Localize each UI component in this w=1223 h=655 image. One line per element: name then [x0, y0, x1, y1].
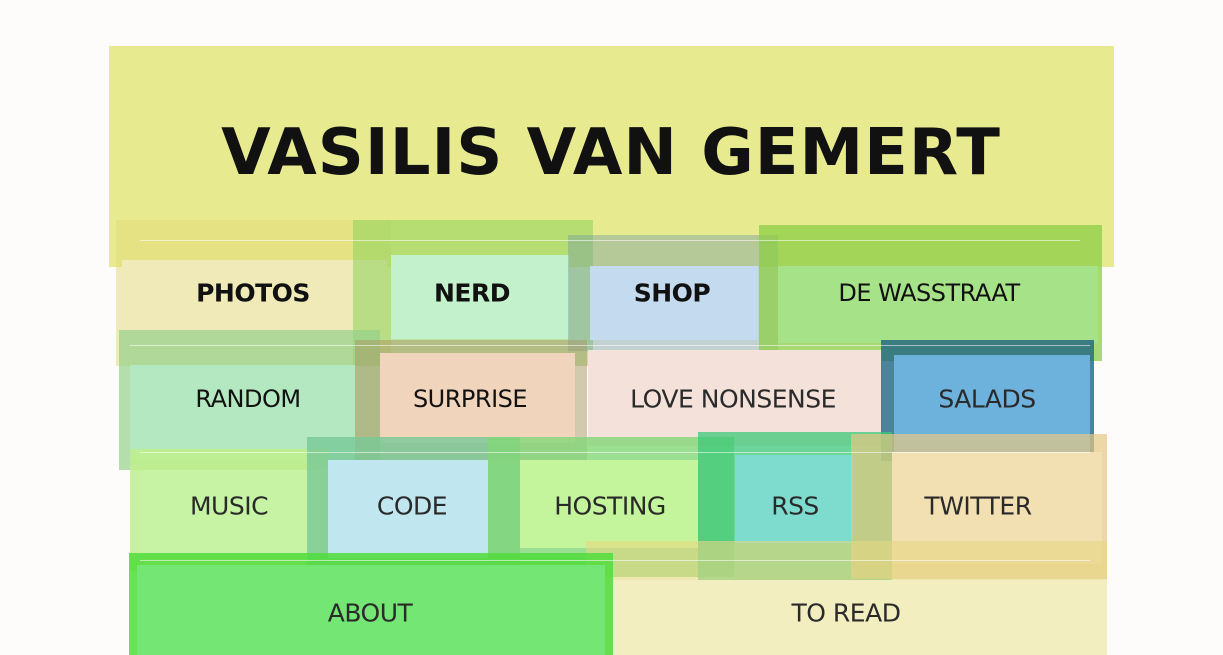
tile-surprise-inner [380, 353, 575, 443]
nav-link-love-nonsense[interactable]: LOVE NONSENSE [630, 384, 836, 414]
tile-to-read-inner [612, 580, 1107, 655]
nav-link-twitter[interactable]: TWITTER [924, 491, 1032, 521]
site-title[interactable]: VASILIS VAN GEMERT [221, 116, 1001, 190]
divider-line [130, 345, 1090, 346]
tile-de-wasstraat-inner [778, 266, 1098, 343]
nav-link-code[interactable]: CODE [376, 491, 448, 521]
nav-link-salads[interactable]: SALADS [938, 384, 1036, 414]
tile-about-inner [137, 565, 605, 655]
nav-link-to-read[interactable]: TO READ [791, 598, 901, 628]
nav-link-de-wasstraat[interactable]: DE WASSTRAAT [838, 279, 1020, 307]
divider-line [140, 452, 1090, 453]
nav-link-hosting[interactable]: HOSTING [554, 491, 666, 521]
divider-line [140, 240, 1080, 241]
divider-line [140, 560, 1090, 561]
tile-music-inner [140, 470, 320, 560]
nav-link-random[interactable]: RANDOM [195, 385, 301, 413]
nav-link-nerd[interactable]: NERD [433, 278, 511, 308]
tile-rss-inner [735, 455, 853, 543]
nav-link-rss[interactable]: RSS [771, 491, 819, 521]
nav-link-music[interactable]: MUSIC [189, 491, 269, 521]
tile-code-inner [328, 460, 488, 558]
tile-shop-inner [590, 266, 758, 340]
tile-nerd-inner [391, 255, 569, 339]
tile-love-nonsense[interactable] [588, 350, 882, 446]
nav-link-about[interactable]: ABOUT [327, 598, 413, 628]
nav-link-photos[interactable]: PHOTOS [196, 278, 310, 308]
tile-hosting-inner [520, 460, 698, 548]
nav-link-surprise[interactable]: SURPRISE [412, 385, 528, 413]
nav-link-shop[interactable]: SHOP [633, 278, 711, 308]
